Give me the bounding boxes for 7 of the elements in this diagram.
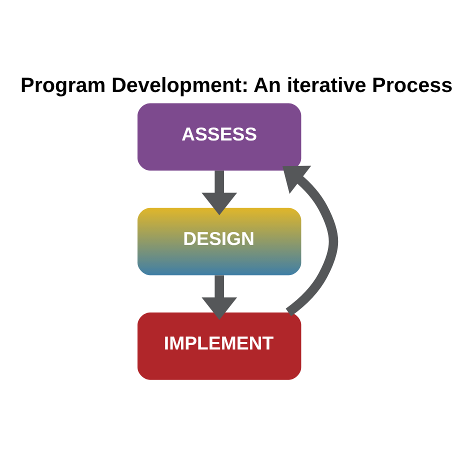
arrow bbox=[202, 170, 238, 215]
diagram-title: Program Development: An iterative Process bbox=[20, 73, 453, 96]
arrow bbox=[202, 274, 238, 320]
node-box: IMPLEMENT bbox=[138, 312, 302, 380]
node-box: DESIGN bbox=[138, 207, 302, 275]
node-box: ASSESS bbox=[138, 102, 302, 170]
arrow bbox=[282, 165, 338, 316]
